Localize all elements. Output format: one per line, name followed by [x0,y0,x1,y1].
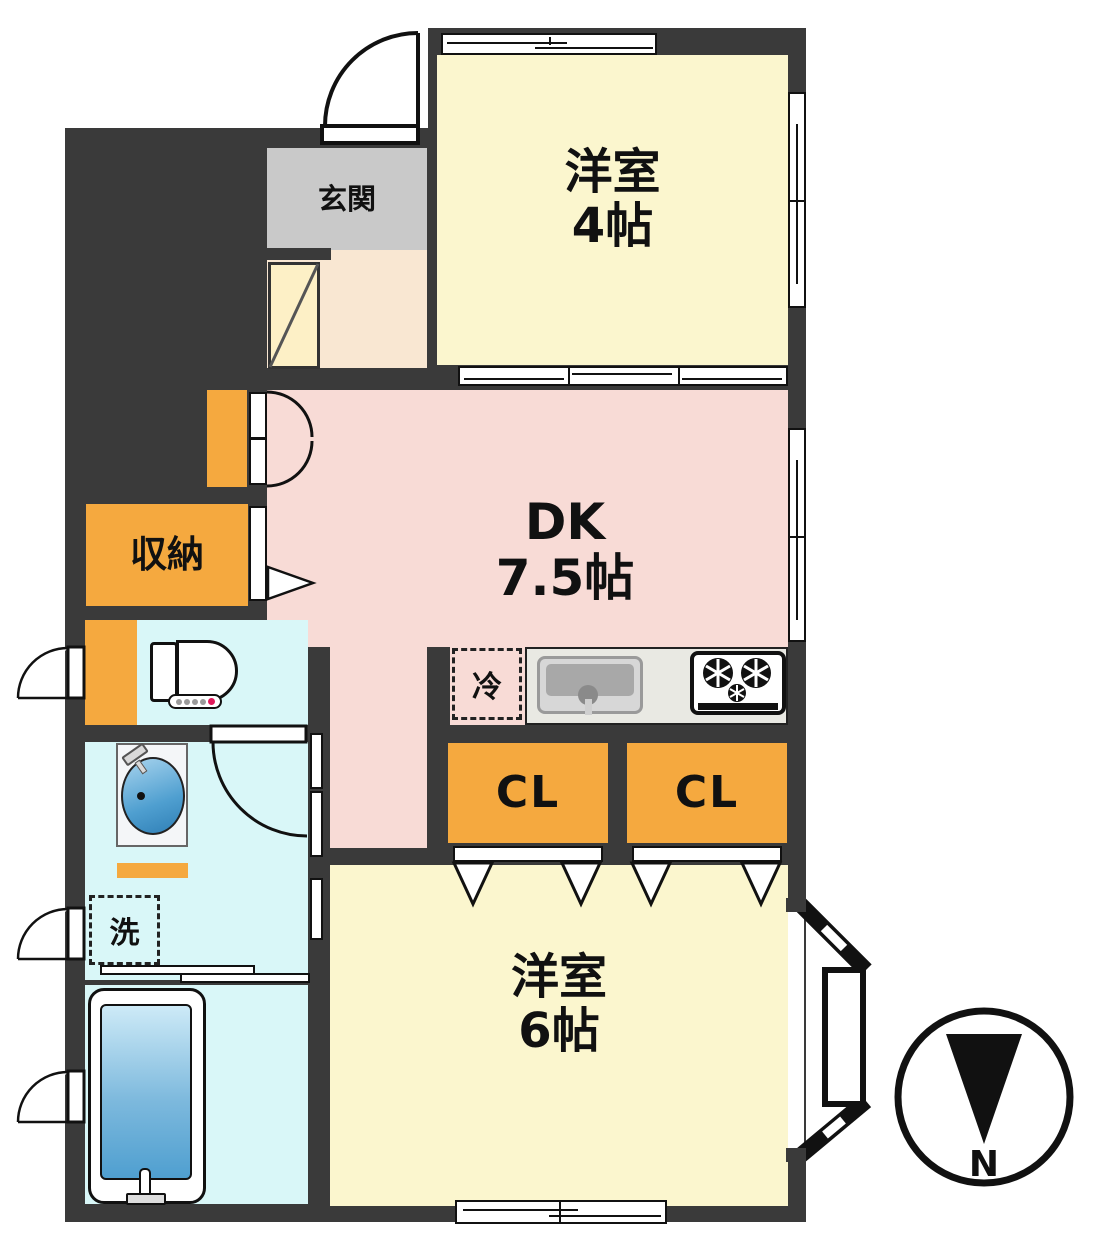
room6-doorway-panel [310,878,323,940]
exterior-casement-toilet [16,645,86,700]
window-room6-bottom [455,1200,667,1224]
refrigerator-space: 冷 [452,648,522,720]
bathtub-basin [100,1004,192,1180]
closet-left-fold-1 [451,861,495,908]
closet-left-door-bar [453,846,603,862]
stove-burner-small [728,684,746,702]
compass-north-label: N [969,1144,999,1185]
storage-door-arrow [266,565,317,601]
bathtub-faucet-base [126,1193,166,1205]
washroom-counter-strip [117,863,188,878]
kitchen-faucet-stem [585,699,592,715]
entrance-step-wall-stub [267,248,331,260]
window-room4-right [788,92,806,308]
toilet-tank [150,642,178,702]
closet-right-door-bar [632,846,782,862]
western-room-4-size: 4帖 [571,198,654,254]
western-room-6-size: 6帖 [518,1003,600,1059]
closet-right-fold-2 [739,861,783,908]
western-room-6-label-box: 洋室 6帖 [330,925,788,1085]
storage-closet: 収納 [86,504,248,606]
stove-burner-left [703,658,733,688]
window-dk-right [788,428,806,642]
closet-right-label: CL [674,767,740,819]
bath-sliding-door-panel-a [100,965,255,975]
dk-label-box: DK 7.5帖 [390,480,740,620]
toilet-side-counter [85,620,137,725]
storage-door-panel [249,506,267,601]
wash-basin-bowl [121,757,185,835]
corridor-floor [330,647,427,848]
dk-double-door-swing [266,390,314,488]
sliding-door-room4-dk [458,366,788,386]
western-room-4-floor [437,55,788,365]
exterior-casement-washroom [16,906,86,961]
storage-label: 収納 [130,533,204,577]
closet-left-label: CL [495,767,561,819]
kitchen-stove [690,651,786,715]
upper-wall-cabinet [207,390,247,487]
western-room-4-label-box: 洋室 4帖 [437,115,788,285]
dk-name: DK [524,493,606,551]
dk-floor [267,390,788,647]
stove-burner-right [741,658,771,688]
closet-right-fold-1 [629,861,673,908]
entrance-hall-area [267,148,427,250]
compass: N [894,1007,1074,1187]
washing-machine-space: 洗 [89,895,160,965]
washroom-doorway-panel-upper [310,733,323,789]
wash-basin-drain [137,792,145,800]
western-room-4-name: 洋室 [564,144,661,201]
closet-left-fold-2 [559,861,603,908]
exterior-casement-bath [16,1069,86,1124]
western-room-6-name: 洋室 [510,949,607,1006]
washroom-door [209,724,308,838]
bay-window [786,898,872,1163]
entrance-door [320,31,420,145]
entrance-label-box: 玄関 [267,160,427,238]
toilet-bowl [176,640,238,702]
entrance-step-box [268,262,320,369]
toilet-control-panel [168,694,222,709]
kitchen-sink [537,656,643,715]
window-room4-top [441,33,657,55]
closet-left: CL [448,743,608,843]
bath-sliding-door-panel-b [180,973,310,983]
dk-size: 7.5帖 [495,549,635,607]
dk-double-door-panel-lower [249,438,267,485]
washroom-doorway-panel-lower [310,791,323,857]
compass-needle [946,1034,1022,1144]
closet-right: CL [627,743,787,843]
entrance-label: 玄関 [317,181,376,216]
western-room-6-floor [330,865,788,1206]
washing-machine-label: 洗 [109,916,140,951]
refrigerator-label: 冷 [472,670,502,705]
kitchen-faucet [578,685,598,705]
